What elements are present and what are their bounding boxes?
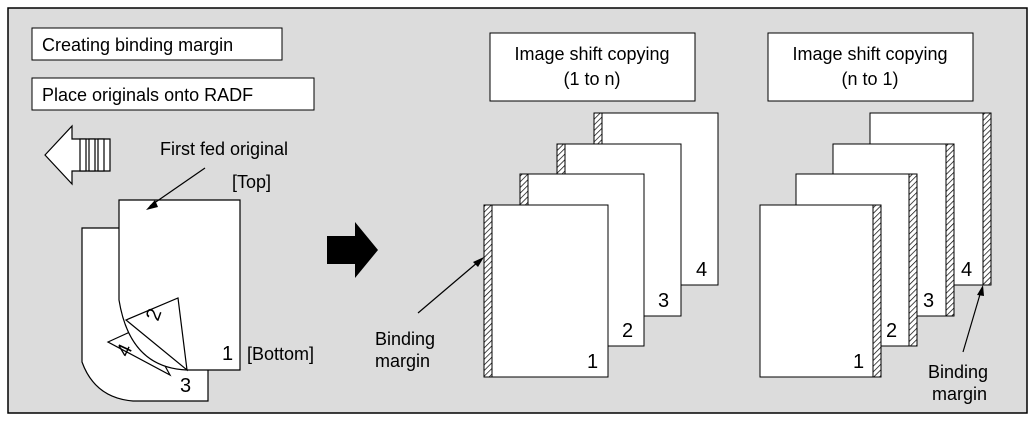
group1-title-line1: Image shift copying <box>514 44 669 64</box>
top-label: [Top] <box>232 172 271 192</box>
bottom-label: [Bottom] <box>247 344 314 364</box>
original-page-3: 3 <box>180 375 191 397</box>
group2-page-2: 2 <box>886 320 897 342</box>
group2-title-box <box>767 32 974 102</box>
originals-stack <box>81 167 241 402</box>
group1-pages <box>483 112 719 378</box>
place-originals-box <box>31 77 315 111</box>
group2-page-1: 1 <box>853 351 864 373</box>
group2-title-line2: (n to 1) <box>841 69 898 89</box>
place-originals-label: Place originals onto RADF <box>42 85 253 105</box>
transition-arrow <box>327 222 378 278</box>
group1-page-3: 3 <box>658 290 669 312</box>
group1-binding-label: Binding <box>375 329 435 349</box>
group1-page-1: 1 <box>587 351 598 373</box>
group1-title-box <box>489 32 696 102</box>
group1-margin-label: margin <box>375 351 430 371</box>
feed-direction-arrow <box>44 124 111 186</box>
first-fed-original-label: First fed original <box>160 139 288 159</box>
group2-page-4: 4 <box>961 259 972 281</box>
group1-title-line2: (1 to n) <box>563 69 620 89</box>
creating-margin-box <box>31 27 283 61</box>
group2-pages <box>759 112 992 378</box>
group1-page-2: 2 <box>622 320 633 342</box>
group2-margin-label: margin <box>932 384 987 404</box>
group2-binding-label: Binding <box>928 362 988 382</box>
original-page-1: 1 <box>222 343 233 365</box>
group2-title-line1: Image shift copying <box>792 44 947 64</box>
group2-page-3: 3 <box>923 290 934 312</box>
creating-margin-label: Creating binding margin <box>42 35 233 55</box>
group1-page-4: 4 <box>696 259 707 281</box>
